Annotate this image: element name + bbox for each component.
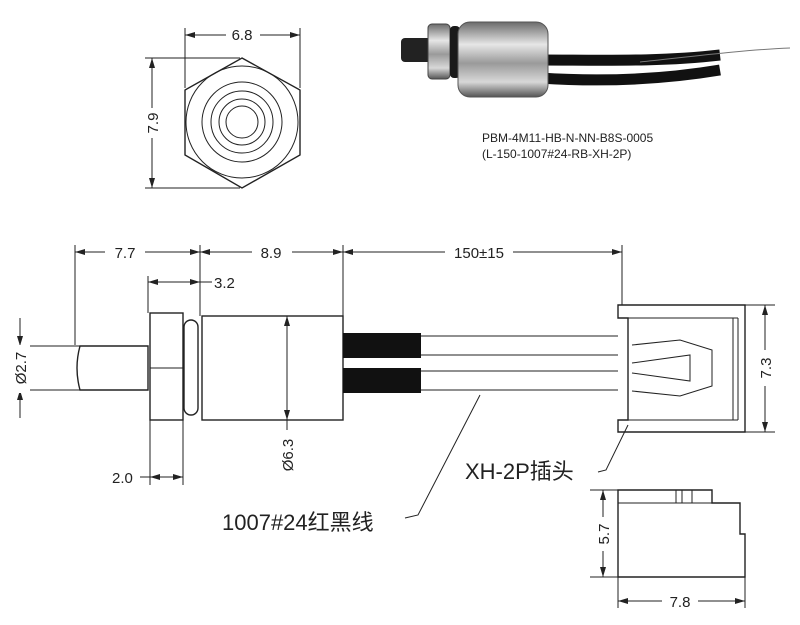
part-number: PBM-4M11-HB-N-NN-B8S-0005	[482, 131, 653, 145]
wire-label: 1007#24红黑线	[222, 510, 374, 535]
hex-top-view	[145, 28, 301, 189]
dim-hex-height: 7.9	[145, 113, 162, 134]
wire-red	[343, 333, 421, 358]
dim-hex-width: 6.8	[232, 27, 253, 44]
dim-connector-height: 7.3	[758, 358, 775, 379]
connector-label: XH-2P插头	[465, 459, 574, 484]
product-photo	[401, 21, 791, 98]
wire-black	[343, 368, 421, 393]
dim-body-dia: Ø6.3	[280, 439, 297, 472]
dim-cable-length: 150±15	[454, 245, 504, 262]
dim-nut-thickness: 2.0	[112, 470, 133, 487]
dim-thread-length: 3.2	[214, 275, 235, 292]
dim-plunger-length: 7.7	[115, 245, 136, 262]
dim-connector-width: 7.8	[670, 594, 691, 611]
dim-connector-side-height: 5.7	[596, 524, 613, 545]
part-spec: (L-150-1007#24-RB-XH-2P)	[482, 147, 631, 161]
xh-connector	[617, 304, 746, 433]
dim-plunger-dia: Ø2.7	[13, 352, 30, 385]
dim-body-length: 8.9	[261, 245, 282, 262]
switch-side-view	[12, 245, 775, 519]
connector-side-view	[590, 489, 746, 608]
